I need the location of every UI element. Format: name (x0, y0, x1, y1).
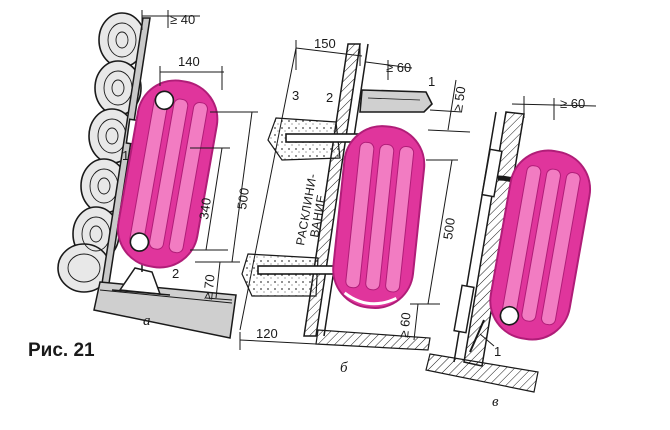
panel-c-label: в (492, 394, 499, 410)
dim-c-top-gap: ≥ 60 (560, 96, 585, 111)
floor-c (425, 353, 539, 393)
wedge-packing-bottom (241, 253, 319, 297)
dim-a-height-inner: 340 (196, 197, 214, 221)
dim-b-sill-gap: ≥ 50 (450, 85, 468, 112)
dimension-lines-a (141, 10, 258, 301)
radiator-c (489, 149, 592, 341)
figure-caption: Рис. 21 (28, 340, 95, 361)
radiator-a (116, 79, 219, 269)
dim-b-height: 500 (440, 217, 458, 241)
window-sill (359, 89, 433, 113)
stand-c (469, 319, 485, 353)
dimension-lines-b (239, 40, 471, 350)
dim-a-height-outer: 500 (234, 187, 252, 211)
callout-a-1: 1 (122, 148, 129, 163)
dim-b-wall: 120 (256, 326, 278, 341)
floor-b (315, 329, 431, 351)
floor (93, 281, 237, 339)
panel-a-label: а (143, 313, 151, 329)
dim-a-gap: ≥ 40 (170, 12, 195, 27)
dim-a-floor: ≥ 70 (200, 274, 218, 301)
dim-b-depth: 150 (314, 36, 336, 51)
panel-c: ≥ 60 1 в (425, 96, 597, 410)
dim-a-depth: 140 (178, 54, 200, 69)
radiator-b (332, 125, 426, 309)
callout-b-3: 3 (292, 88, 299, 103)
panel-b: 150 ≥ 60 ≥ 50 500 ≥ 60 120 1 2 3 РАСКЛИН… (239, 36, 471, 376)
dimension-lines-c (479, 96, 597, 347)
dim-b-top-gap: ≥ 60 (386, 60, 411, 75)
panel-b-label: б (340, 360, 348, 376)
wall-plate-top (481, 148, 503, 198)
dim-b-floor: ≥ 60 (396, 312, 414, 339)
wall-plate-bottom (453, 284, 475, 334)
callout-b-1: 1 (428, 74, 435, 89)
callout-c-1: 1 (494, 344, 501, 359)
panel-a: ≥ 40 140 340 500 ≥ 70 1 2 а (57, 10, 258, 339)
callout-b-2: 2 (326, 90, 333, 105)
callout-a-2: 2 (172, 266, 179, 281)
